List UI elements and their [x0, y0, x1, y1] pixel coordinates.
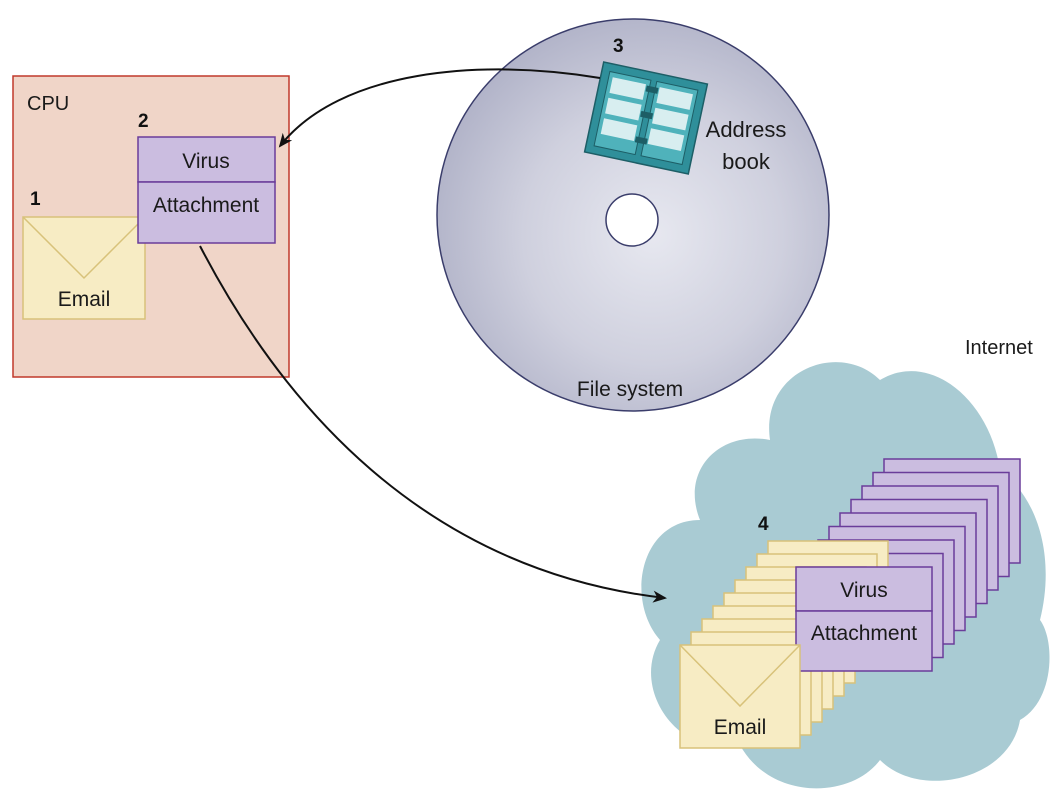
- file-system-disk: File system: [436, 18, 830, 412]
- internet-label: Internet: [965, 337, 1033, 359]
- attachment-label: Attachment: [153, 194, 259, 217]
- virus-attachment-box: 2 Virus Attachment: [137, 111, 276, 244]
- step-1-number: 1: [30, 189, 41, 210]
- disk-hole: [605, 193, 659, 247]
- arrow-attachment-to-internet: [199, 245, 667, 603]
- cpu-label: CPU: [27, 93, 69, 115]
- email-label: Email: [58, 288, 111, 311]
- email-envelope: 1 Email: [22, 189, 146, 320]
- address-book: 3 Address book: [583, 36, 787, 175]
- step-2-number: 2: [138, 111, 149, 132]
- address-book-label-line2: book: [722, 149, 771, 174]
- address-book-icon: [583, 61, 709, 175]
- front-email-envelope: Email: [679, 644, 801, 749]
- address-book-label-line1: Address: [706, 117, 787, 142]
- front-virus-attachment: Virus Attachment: [795, 566, 933, 672]
- step-4-number: 4: [758, 514, 769, 535]
- file-system-label: File system: [577, 378, 683, 401]
- arrow-addressbook-to-virus: [278, 68, 601, 148]
- step-3-number: 3: [613, 36, 624, 57]
- front-attachment-label: Attachment: [811, 622, 917, 645]
- virus-label: Virus: [182, 150, 229, 173]
- front-email-label: Email: [714, 716, 767, 739]
- front-virus-label: Virus: [840, 579, 887, 602]
